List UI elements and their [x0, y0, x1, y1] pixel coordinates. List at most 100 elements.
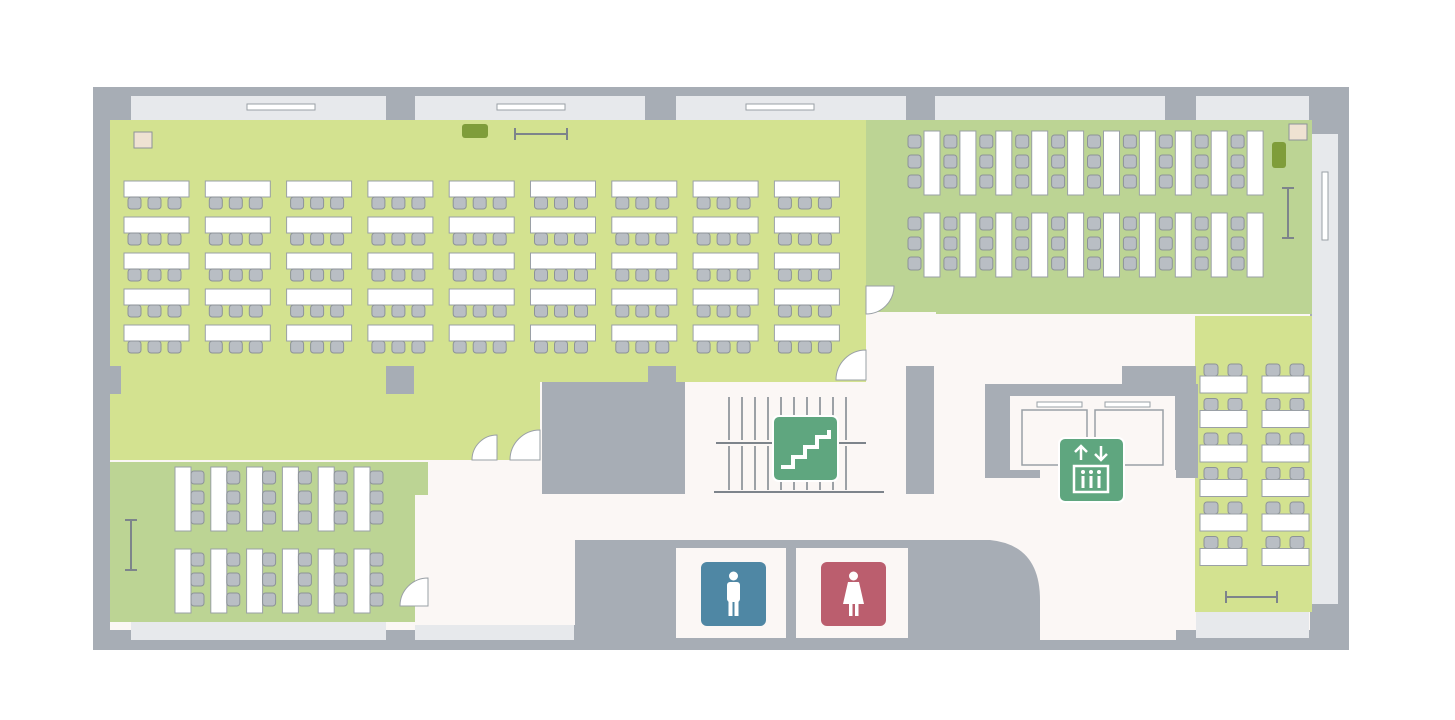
desk: [773, 180, 840, 198]
pillar-2: [906, 366, 934, 494]
chair: [615, 268, 630, 282]
desk: [611, 180, 678, 198]
chair: [1158, 216, 1173, 231]
chair: [1230, 216, 1245, 231]
desk: [611, 252, 678, 270]
chair: [777, 340, 792, 354]
whiteboard-icon: [125, 519, 137, 571]
chair: [1194, 236, 1209, 251]
chair: [297, 552, 312, 567]
chair: [167, 268, 182, 282]
pillar-4: [93, 366, 121, 394]
chair: [1015, 134, 1030, 149]
chair: [943, 256, 958, 271]
window-sill: [1321, 171, 1329, 241]
chair: [333, 572, 348, 587]
chair: [167, 196, 182, 210]
chair: [1203, 432, 1219, 446]
desk: [367, 216, 434, 234]
desk: [692, 288, 759, 306]
chair: [777, 304, 792, 318]
chair: [777, 196, 792, 210]
chair: [979, 236, 994, 251]
chair: [290, 304, 305, 318]
chair: [1203, 467, 1219, 480]
whiteboard-icon: [1282, 187, 1294, 239]
chair: [262, 490, 277, 505]
chair: [943, 134, 958, 149]
chair: [907, 134, 922, 149]
chair: [369, 490, 384, 505]
chair: [391, 196, 406, 210]
chair: [1230, 236, 1245, 251]
chair: [391, 340, 406, 354]
chair: [472, 340, 487, 354]
door-swing-icon: [865, 285, 895, 315]
chair: [330, 340, 345, 354]
restroom-men-sign[interactable]: [701, 562, 766, 626]
chair: [797, 304, 812, 318]
desk: [1261, 479, 1310, 497]
chair: [492, 196, 507, 210]
plant-icon: [462, 124, 488, 138]
chair: [1227, 501, 1243, 515]
chair: [817, 196, 832, 210]
chair: [1203, 363, 1219, 377]
chair: [907, 236, 922, 251]
chair: [1289, 467, 1305, 480]
elevator-door-1: [1036, 401, 1083, 408]
desk: [281, 466, 299, 532]
chair: [1230, 256, 1245, 271]
chair: [472, 304, 487, 318]
chair: [716, 196, 731, 210]
door-swing-icon: [471, 434, 498, 461]
chair: [371, 232, 386, 246]
chair: [492, 268, 507, 282]
desk: [1067, 130, 1085, 196]
chair: [226, 552, 241, 567]
chair: [333, 490, 348, 505]
chair: [208, 268, 223, 282]
chair: [1203, 501, 1219, 515]
door-swing-icon: [399, 577, 429, 607]
desk: [286, 324, 353, 342]
chair: [1158, 134, 1173, 149]
chair: [369, 592, 384, 607]
desk: [448, 180, 515, 198]
chair: [310, 304, 325, 318]
window-sill: [246, 103, 316, 111]
desk: [773, 288, 840, 306]
desk: [611, 216, 678, 234]
chair: [226, 572, 241, 587]
chair: [716, 304, 731, 318]
window-top-5: [1196, 96, 1309, 120]
desk: [204, 252, 271, 270]
stairs-sign[interactable]: [772, 415, 839, 482]
chair: [310, 340, 325, 354]
chair: [554, 196, 568, 210]
chair: [391, 268, 406, 282]
desk: [246, 466, 264, 532]
chair: [333, 470, 348, 485]
chair: [248, 232, 263, 246]
chair: [333, 592, 348, 607]
chair: [1289, 432, 1305, 446]
chair: [907, 154, 922, 169]
pillar-5: [1122, 366, 1196, 396]
desk: [530, 288, 596, 306]
desk: [611, 288, 678, 306]
desk: [1103, 130, 1120, 196]
chair: [635, 232, 650, 246]
chair: [1289, 501, 1305, 515]
chair: [1194, 216, 1209, 231]
desk: [1199, 513, 1248, 532]
chair: [1087, 134, 1101, 149]
chair: [1087, 174, 1101, 189]
chair: [1230, 134, 1245, 149]
desk: [448, 288, 515, 306]
restroom-women-sign[interactable]: [821, 562, 886, 626]
desk: [1261, 444, 1310, 463]
desk: [448, 324, 515, 342]
desk: [204, 288, 271, 306]
elevator-sign[interactable]: [1058, 437, 1125, 503]
